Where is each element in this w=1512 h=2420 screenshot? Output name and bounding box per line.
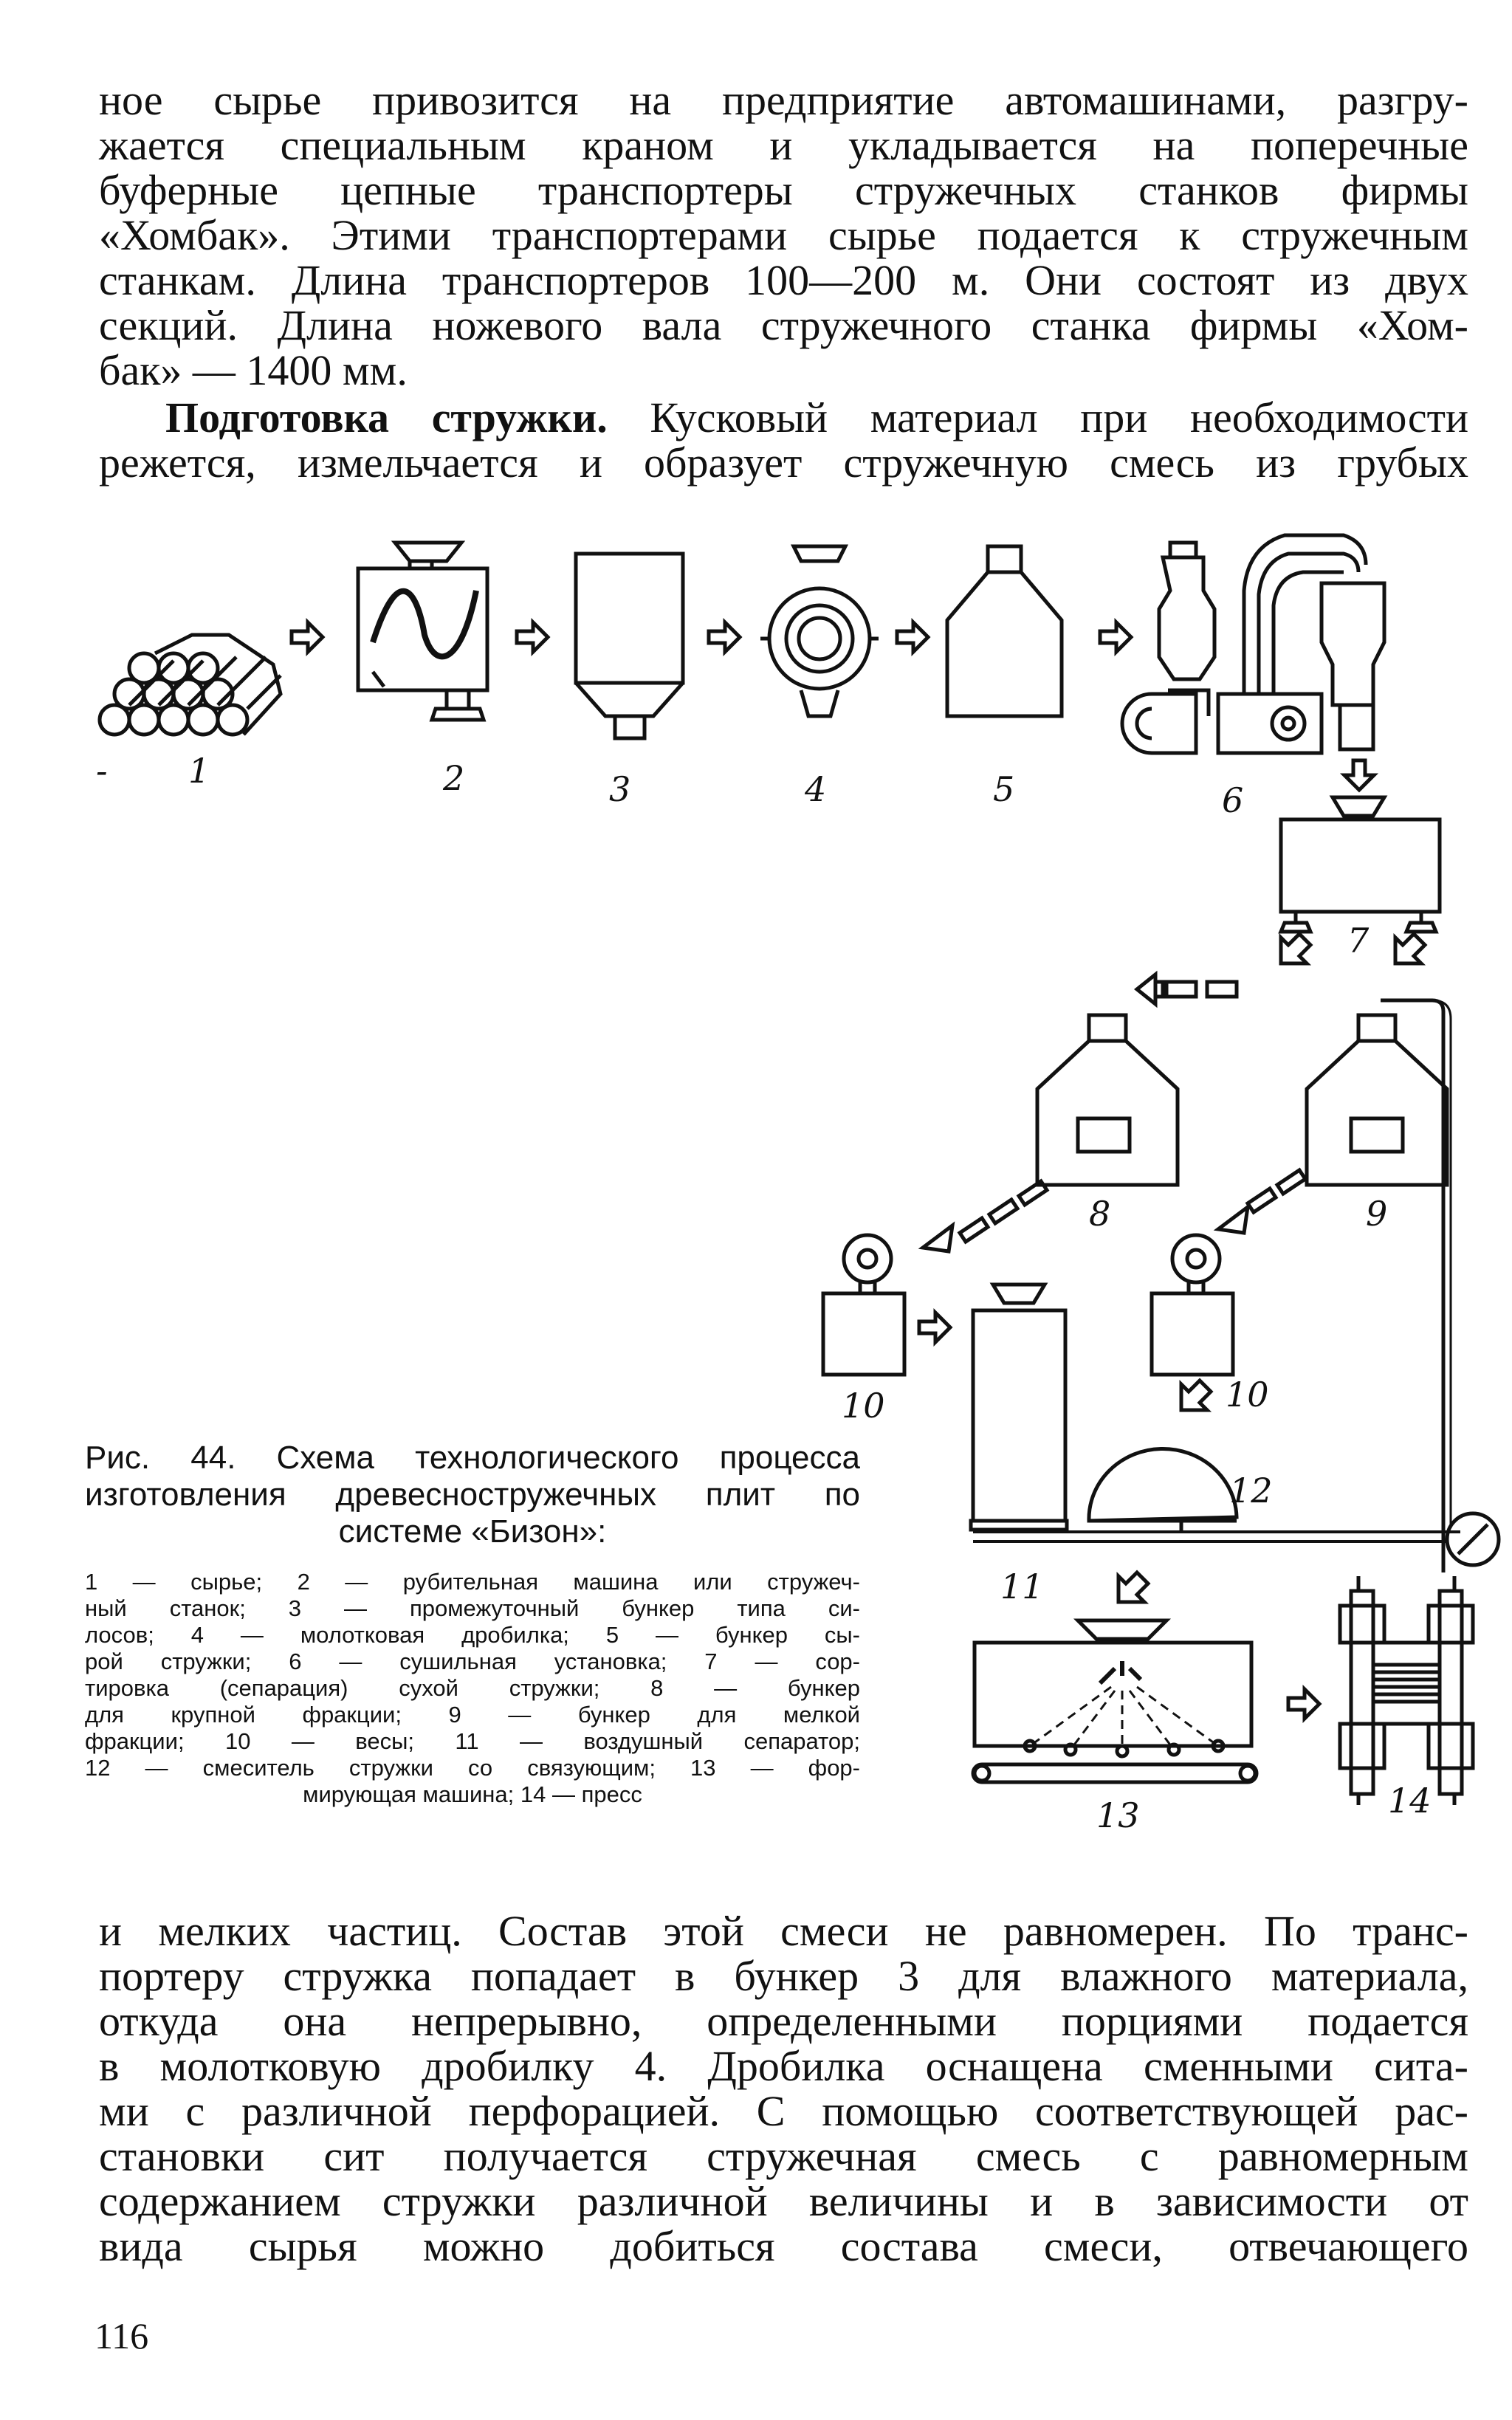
arrow-icon bbox=[1339, 758, 1379, 793]
arrow-icon bbox=[1098, 617, 1134, 657]
text-line: Подготовка стружки. Кусковый материал пр… bbox=[99, 395, 1468, 440]
text-run: Кусковый материал при необходимости bbox=[607, 393, 1468, 441]
wet-chip-bunker bbox=[945, 544, 1064, 718]
label-7: 7 bbox=[1347, 921, 1370, 960]
scales-right bbox=[1150, 1233, 1235, 1377]
dryer-installation bbox=[1120, 533, 1386, 755]
bottom-paragraph: и мелких частиц. Состав этой смеси не ра… bbox=[99, 1908, 1468, 2269]
dashed-arrow bbox=[1133, 970, 1239, 1008]
text-line: содержанием стружки различной величины и… bbox=[99, 2177, 1468, 2225]
conveyor-line bbox=[1381, 998, 1446, 1572]
sorting-machine bbox=[1278, 795, 1442, 934]
arrow-icon bbox=[895, 617, 931, 657]
figure-caption: Рис. 44. Схема технологического процесса… bbox=[85, 1440, 860, 1550]
hammer-mill bbox=[760, 544, 879, 718]
text-line: бак» — 1400 мм. bbox=[99, 346, 408, 394]
arrow-icon bbox=[1393, 931, 1428, 966]
text-line: ми с различной перфорацией. С помощью со… bbox=[99, 2087, 1468, 2135]
dashed-arrow bbox=[918, 1178, 1050, 1254]
dashed-arrow bbox=[1213, 1167, 1308, 1235]
label-5: 5 bbox=[993, 769, 1014, 809]
label-sign: - bbox=[96, 751, 108, 791]
chip-mixer bbox=[1087, 1447, 1239, 1532]
label-11: 11 bbox=[1000, 1567, 1044, 1606]
section-heading: Подготовка стружки. bbox=[165, 393, 608, 441]
legend-line: фракции; 10 — весы; 11 — воздушный сепар… bbox=[85, 1728, 860, 1754]
text-line: «Хомбак». Этими транспортерами сырье под… bbox=[99, 211, 1468, 259]
label-12: 12 bbox=[1229, 1471, 1273, 1510]
label-9: 9 bbox=[1366, 1194, 1387, 1234]
log-pile-icon bbox=[97, 633, 283, 737]
text-line: режется, измельчается и образует стружеч… bbox=[99, 439, 1468, 487]
text-line: и мелких частиц. Состав этой смеси не ра… bbox=[99, 1907, 1468, 1955]
arrow-icon bbox=[1286, 1684, 1322, 1724]
text-line: жается специальным краном и укладывается… bbox=[99, 121, 1468, 169]
arrow-icon bbox=[917, 1307, 953, 1347]
arrow-icon bbox=[289, 617, 326, 657]
text-line: откуда она непрерывно, определенными пор… bbox=[99, 1997, 1468, 2045]
label-8: 8 bbox=[1089, 1194, 1110, 1234]
label-3: 3 bbox=[609, 769, 630, 809]
label-14: 14 bbox=[1388, 1781, 1432, 1821]
text-line: вида сырья можно добиться состава смеси,… bbox=[99, 2222, 1468, 2270]
arrow-icon bbox=[515, 617, 551, 657]
label-4: 4 bbox=[804, 769, 826, 809]
legend-line: лосов; 4 — молотковая дробилка; 5 — бунк… bbox=[85, 1622, 860, 1648]
conveyor-roller bbox=[1445, 1511, 1501, 1567]
text-line: ное сырье привозится на предприятие авто… bbox=[99, 76, 1468, 124]
label-2: 2 bbox=[442, 758, 464, 798]
caption-line: изготовления древесностружечных плит по bbox=[85, 1477, 860, 1513]
legend-line: тировка (сепарация) сухой стружки; 8 — б… bbox=[85, 1675, 860, 1701]
legend-line: для крупной фракции; 9 — бункер для мелк… bbox=[85, 1702, 860, 1728]
text-line: портеру стружка попадает в бункер 3 для … bbox=[99, 1952, 1468, 2000]
section-paragraph: Подготовка стружки. Кусковый материал пр… bbox=[99, 395, 1468, 485]
top-paragraph: ное сырье привозится на предприятие авто… bbox=[99, 78, 1468, 393]
figure-legend: 1 — сырье; 2 — рубительная машина или ст… bbox=[85, 1569, 860, 1808]
caption-line: Рис. 44. Схема технологического процесса bbox=[85, 1440, 860, 1476]
arrow-icon bbox=[707, 617, 743, 657]
arrow-icon bbox=[1116, 1570, 1151, 1604]
forming-machine bbox=[971, 1618, 1259, 1784]
text-line: станкам. Длина транспортеров 100—200 м. … bbox=[99, 256, 1468, 304]
legend-line: рой стружки; 6 — сушильная установка; 7 … bbox=[85, 1649, 860, 1674]
legend-line: 12 — смеситель стружки со связующим; 13 … bbox=[85, 1755, 860, 1781]
label-6: 6 bbox=[1222, 780, 1243, 820]
text-line: секций. Длина ножевого вала стружечного … bbox=[99, 301, 1468, 349]
legend-line: 1 — сырье; 2 — рубительная машина или ст… bbox=[85, 1569, 860, 1595]
caption-line: системе «Бизон»: bbox=[338, 1513, 607, 1550]
arrow-icon bbox=[1179, 1378, 1214, 1412]
label-10-left: 10 bbox=[842, 1386, 885, 1426]
legend-line: мирующая машина; 14 — пресс bbox=[303, 1781, 642, 1807]
page-number: 116 bbox=[94, 2315, 149, 2357]
chipper-machine bbox=[356, 540, 489, 722]
scales-left bbox=[821, 1233, 907, 1377]
process-diagram: - 1 2 3 4 5 6 7 8 9 10 10 11 12 13 14 bbox=[96, 533, 1501, 1835]
label-1: 1 bbox=[188, 751, 210, 791]
text-line: становки сит получается стружечная смесь… bbox=[99, 2132, 1468, 2180]
legend-line: ный станок; 3 — промежуточный бункер тип… bbox=[85, 1595, 860, 1621]
label-10-right: 10 bbox=[1226, 1375, 1269, 1414]
press bbox=[1338, 1576, 1475, 1805]
text-line: в молотковую дробилку 4. Дробилка оснаще… bbox=[99, 2042, 1468, 2090]
silo-bunker bbox=[574, 551, 685, 740]
fine-fraction-bunker bbox=[1305, 1013, 1449, 1187]
text-line: буферные цепные транспортеры стружечных … bbox=[99, 166, 1468, 214]
coarse-fraction-bunker bbox=[1035, 1013, 1180, 1187]
air-separator bbox=[969, 1282, 1069, 1532]
label-13: 13 bbox=[1096, 1795, 1140, 1835]
arrow-icon bbox=[1279, 931, 1313, 966]
